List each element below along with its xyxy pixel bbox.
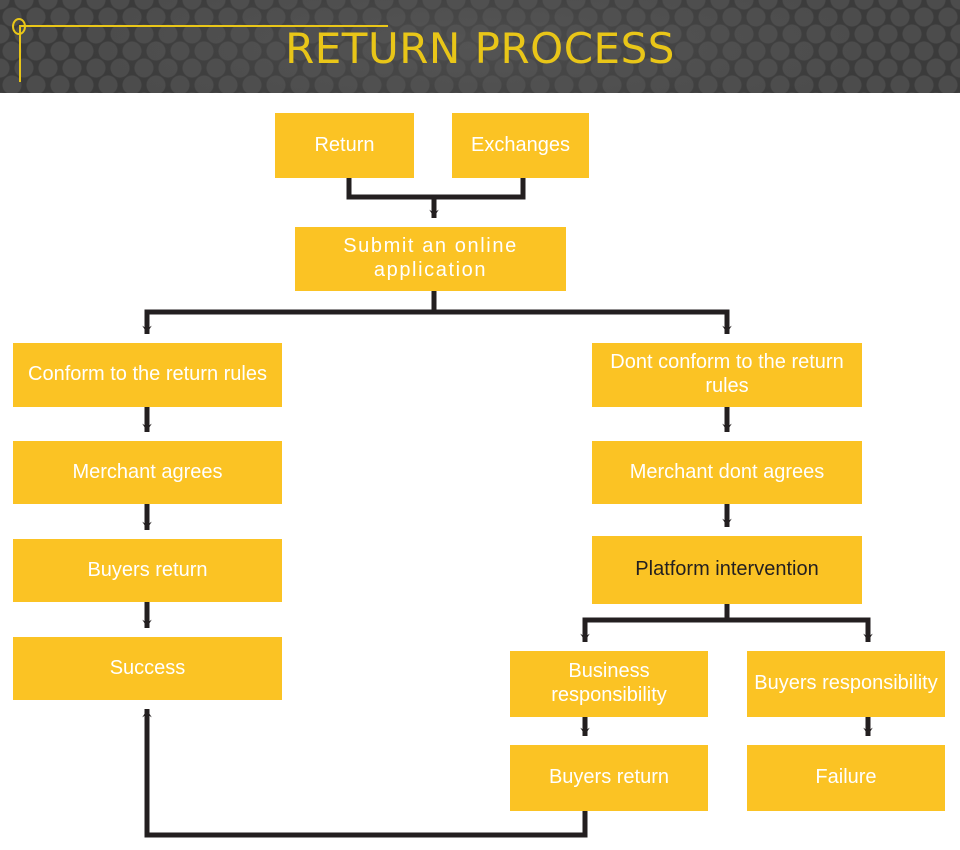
node-merchant-agrees[interactable]: Merchant agrees <box>13 441 282 504</box>
edge-split-left-to-business-resp <box>580 617 727 642</box>
node-merchant-dont-agrees[interactable]: Merchant dont agrees <box>592 441 862 504</box>
node-return[interactable]: Return <box>275 113 414 178</box>
node-conform-rules[interactable]: Conform to the return rules <box>13 343 282 407</box>
edge-exchanges-to-merge <box>434 178 526 200</box>
edge-split-right-to-buyers-resp <box>727 617 873 642</box>
node-buyers-return-left[interactable]: Buyers return <box>13 539 282 602</box>
node-failure[interactable]: Failure <box>747 745 945 811</box>
decoration-vertical-line-icon <box>19 25 21 82</box>
edge-split-right-to-dont-conform <box>434 309 732 334</box>
decoration-horizontal-line-icon <box>19 25 388 27</box>
page-title: RETURN PROCESS <box>285 24 675 73</box>
node-business-responsibility[interactable]: Business responsibility <box>510 651 708 717</box>
header-banner: RETURN PROCESS <box>0 0 960 93</box>
decoration-circle-icon <box>12 18 26 35</box>
node-buyers-return-sub[interactable]: Buyers return <box>510 745 708 811</box>
node-platform-intervention[interactable]: Platform intervention <box>592 536 862 604</box>
header-vignette <box>0 0 960 93</box>
node-submit-application[interactable]: Submit an online application <box>295 227 566 291</box>
node-success[interactable]: Success <box>13 637 282 700</box>
edge-return-to-merge <box>346 178 434 200</box>
node-exchanges[interactable]: Exchanges <box>452 113 589 178</box>
node-buyers-responsibility[interactable]: Buyers responsibility <box>747 651 945 717</box>
node-dont-conform-rules[interactable]: Dont conform to the return rules <box>592 343 862 407</box>
edge-split-left-to-conform <box>142 309 434 334</box>
